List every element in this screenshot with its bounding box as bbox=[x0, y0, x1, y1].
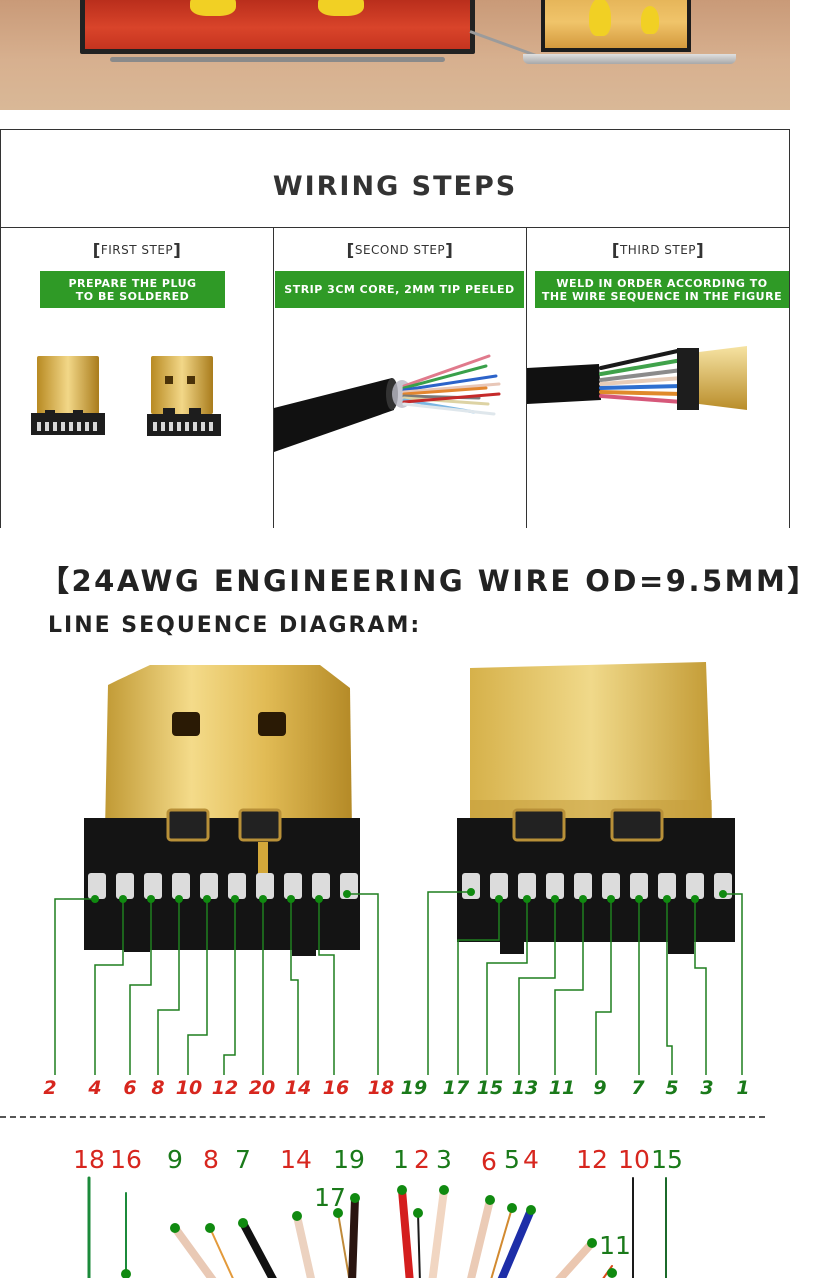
pin-label: 1 bbox=[736, 1077, 749, 1099]
pin-label: 13 bbox=[512, 1077, 538, 1099]
wire-label: 17 bbox=[314, 1183, 346, 1212]
line-sequence-title: LINE SEQUENCE DIAGRAM: bbox=[48, 613, 422, 638]
pin-label: 3 bbox=[700, 1077, 713, 1099]
wire-label: 9 bbox=[167, 1145, 183, 1174]
wire-label: 4 bbox=[523, 1145, 539, 1174]
stripped-cable-image bbox=[274, 354, 501, 452]
wire-label: 11 bbox=[599, 1231, 631, 1260]
wire-label: 15 bbox=[651, 1145, 683, 1174]
pin-label: 16 bbox=[323, 1077, 349, 1099]
wire-label: 18 bbox=[73, 1145, 105, 1174]
wire-label: 5 bbox=[504, 1145, 520, 1174]
step-2-panel: [SECOND STEP] STRIP 3CM CORE, 2MM TIP PE… bbox=[274, 228, 527, 528]
step-2-label: [SECOND STEP] bbox=[346, 241, 454, 261]
wire-label: 3 bbox=[436, 1145, 452, 1174]
step-1-label: [FIRST STEP] bbox=[92, 241, 182, 261]
pin-label: 19 bbox=[401, 1077, 427, 1099]
pin-label: 10 bbox=[176, 1077, 202, 1099]
banner-photo bbox=[0, 0, 790, 110]
pin-sequence-diagram: 2 4 6 8 10 12 20 14 16 18 19 17 15 13 11… bbox=[43, 662, 750, 1099]
wire-label: 19 bbox=[333, 1145, 365, 1174]
section-divider bbox=[0, 1116, 765, 1118]
pin-label: 2 bbox=[43, 1077, 56, 1099]
pin-label: 20 bbox=[249, 1077, 275, 1099]
pin-label: 15 bbox=[477, 1077, 503, 1099]
pin-label: 6 bbox=[123, 1077, 136, 1099]
laptop-image bbox=[541, 0, 691, 52]
wire-label: 8 bbox=[203, 1145, 219, 1174]
wiring-steps-title: WIRING STEPS bbox=[272, 170, 518, 202]
wire-label: 12 bbox=[576, 1145, 608, 1174]
pin-label: 12 bbox=[212, 1077, 238, 1099]
right-leader-lines bbox=[427, 891, 743, 1075]
wiring-steps-panel: WIRING STEPS [FIRST STEP] PREPARE THE PL… bbox=[0, 129, 790, 528]
wiring-steps-header: WIRING STEPS bbox=[1, 130, 789, 228]
left-leader-lines bbox=[54, 893, 379, 1075]
pin-label: 9 bbox=[593, 1077, 606, 1099]
step-2-description: STRIP 3CM CORE, 2MM TIP PEELED bbox=[275, 271, 524, 308]
pin-label: 14 bbox=[285, 1077, 311, 1099]
cable-spec-heading: 【24AWG ENGINEERING WIRE OD=9.5MM】 bbox=[40, 564, 819, 598]
pin-label: 8 bbox=[151, 1077, 164, 1099]
step-3-label: [THIRD STEP] bbox=[611, 241, 705, 261]
right-pin-labels: 19 17 15 13 11 9 7 5 3 1 bbox=[401, 1077, 750, 1099]
pin-label: 17 bbox=[443, 1077, 470, 1099]
pin-dots bbox=[91, 888, 727, 903]
tv-image bbox=[80, 0, 475, 54]
wire-labels: 18 16 9 8 7 14 19 17 1 2 3 6 5 4 12 10 1… bbox=[73, 1145, 683, 1260]
pin-label: 4 bbox=[87, 1077, 101, 1099]
wire-label: 7 bbox=[235, 1145, 251, 1174]
wires bbox=[87, 1176, 667, 1278]
plug-image bbox=[31, 356, 221, 436]
pin-label: 11 bbox=[549, 1077, 575, 1099]
left-pin-labels: 2 4 6 8 10 12 20 14 16 18 bbox=[43, 1077, 394, 1099]
wire-label: 6 bbox=[481, 1147, 497, 1176]
soldered-cable-image bbox=[527, 346, 747, 410]
wire-label: 14 bbox=[280, 1145, 312, 1174]
wire-label: 16 bbox=[110, 1145, 142, 1174]
wire-color-diagram: 18 16 9 8 7 14 19 17 1 2 3 6 5 4 12 10 1… bbox=[73, 1145, 683, 1278]
pin-label: 7 bbox=[631, 1077, 645, 1099]
pin-label: 18 bbox=[368, 1077, 394, 1099]
wire-label: 2 bbox=[414, 1145, 430, 1174]
pin-label: 5 bbox=[665, 1077, 678, 1099]
wire-dots bbox=[121, 1185, 617, 1278]
wire-label: 10 bbox=[618, 1145, 650, 1174]
wire-label: 1 bbox=[393, 1145, 409, 1174]
